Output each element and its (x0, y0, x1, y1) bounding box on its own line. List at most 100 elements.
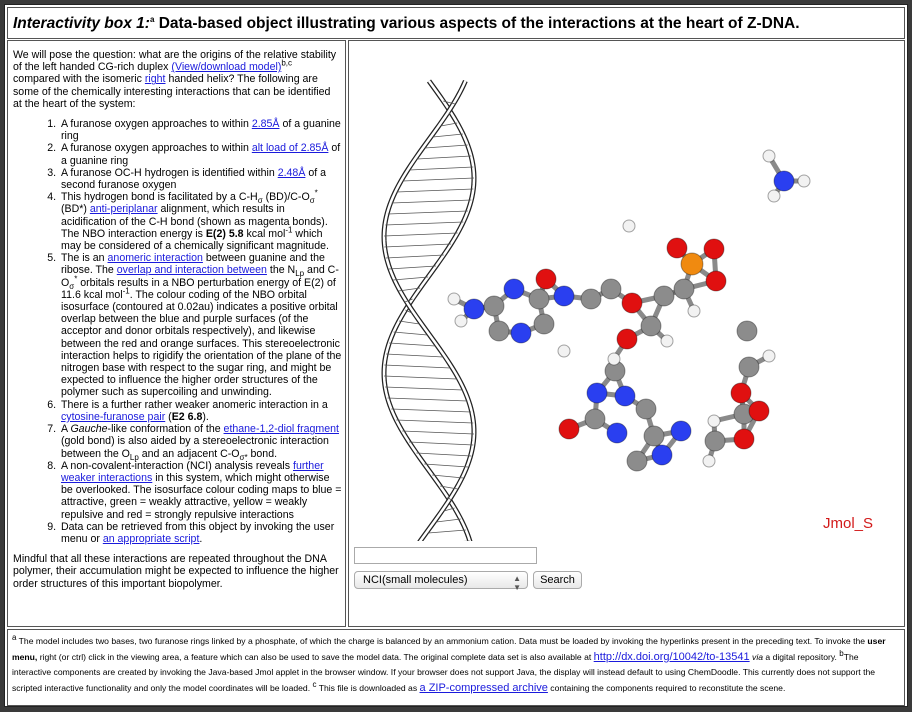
supscript-text: b,c (281, 58, 293, 68)
hyperlink[interactable]: ethane-1,2-diol fragment (223, 423, 339, 436)
base-pair-rung (432, 474, 464, 479)
base-pair-rung (440, 485, 458, 490)
text-segment: (gold bond) is also aided by a stereoele… (61, 435, 329, 460)
hyperlink[interactable]: 2.85Å (251, 118, 280, 131)
base-pair-rung (417, 155, 472, 160)
text-segment: The is an (61, 252, 108, 265)
text-segment: (BD)/C-O (262, 191, 310, 204)
hyperlink[interactable]: anomeric interaction (107, 252, 203, 265)
text-segment: the N (266, 264, 296, 277)
atom-H (447, 292, 461, 306)
text-segment: between guanine and the ribose. The (61, 252, 325, 277)
subscript-text: σ (309, 196, 315, 206)
list-item: This hydrogen bond is facilitated by a C… (59, 188, 342, 253)
text-segment: E(2) 5.8 (205, 227, 244, 240)
title-text: Data-based object illustrating various a… (154, 15, 800, 32)
text-segment: a digital repository. (763, 651, 840, 662)
list-item: A Gauche-like conformation of the ethane… (59, 423, 342, 462)
atom-O (733, 428, 755, 450)
text-segment: right (or ctrl) click in the viewing are… (37, 651, 594, 662)
jmol-label: Jmol_S (823, 515, 874, 532)
text-segment: kcal mol (243, 227, 286, 240)
jmol-viewer-panel: Jmol_S NCI(small molecules)▲▼ Search (348, 40, 905, 627)
text-segment: bond. (247, 447, 278, 460)
hyperlink[interactable]: a ZIP-compressed archive (419, 681, 548, 694)
supscript-text: * (314, 188, 318, 198)
hyperlink[interactable]: further weaker interactions (61, 459, 324, 484)
hyperlink[interactable]: an appropriate script (102, 532, 200, 545)
subscript-text: σ* (239, 452, 248, 462)
base-pair-rung (388, 265, 437, 270)
atom-O (703, 238, 725, 260)
atom-N (586, 382, 608, 404)
base-pair-rung (408, 441, 474, 446)
search-button[interactable]: Search (533, 571, 582, 589)
atom-C (653, 285, 675, 307)
atom-O (535, 268, 557, 290)
database-select-value: NCI(small molecules) (363, 574, 468, 586)
base-pair-rung (443, 100, 456, 105)
list-item: A furanose oxygen approaches to within a… (59, 142, 342, 166)
base-pair-rung (393, 276, 429, 281)
hyperlink[interactable]: alt load of 2.85Å (251, 142, 329, 155)
text-segment: of a guanine ring (61, 142, 341, 167)
base-pair-rung (402, 430, 475, 435)
text-segment: A furanose oxygen approaches to within (61, 118, 252, 131)
hyperlink[interactable]: (View/download model) (171, 61, 282, 74)
text-segment: handed helix? The following are some of … (13, 73, 331, 110)
text-segment: E2 6.8 (171, 410, 203, 423)
atom-N (503, 278, 525, 300)
text-segment: This file is downloaded as (316, 682, 420, 693)
text-segment: which may be considered of a chemically … (61, 227, 329, 253)
text-segment: We will pose the question: what are the … (13, 49, 337, 74)
text-segment: A furanose OC-H hydrogen is identified w… (61, 166, 278, 179)
footnotes: a The model includes two bases, two fura… (7, 629, 905, 706)
text-segment: Gauche (70, 423, 108, 436)
base-pair-rung (396, 419, 474, 424)
dna-backbone-inner (382, 80, 476, 541)
base-pair-rung (416, 452, 472, 457)
text-segment: orbitals results in a NBO perturbation e… (61, 276, 336, 301)
atom-C (533, 313, 555, 335)
atom-N (670, 420, 692, 442)
base-pair-rung (436, 518, 461, 523)
atom-C (580, 288, 602, 310)
search-input[interactable] (354, 547, 537, 564)
atom-N (510, 322, 532, 344)
hyperlink[interactable]: anti-periplanar (89, 203, 158, 216)
base-pair-rung (387, 210, 468, 215)
subscript-text: σ (257, 196, 263, 206)
text-segment: Mindful that all these interactions are … (13, 553, 339, 590)
hyperlink[interactable]: 2.48Å (277, 166, 306, 179)
text-segment: . The colour coding of the NBO orbital i… (61, 288, 342, 399)
supscript-text: b (839, 648, 844, 658)
molecule-viewer-canvas[interactable] (349, 41, 904, 541)
base-pair-rung (384, 375, 458, 380)
text-segment: The interactive components are created b… (12, 651, 876, 693)
subscript-text: Lp (295, 269, 305, 279)
subscript-text: σ (69, 281, 75, 291)
atom-H (660, 334, 674, 348)
list-item: A non-covalent-interaction (NCI) analysi… (59, 460, 342, 521)
atom-O (558, 418, 580, 440)
base-pair-rung (384, 232, 458, 237)
text-segment: -like conformation of the (107, 423, 224, 436)
hyperlink[interactable]: cytosine-furanose pair (61, 410, 166, 423)
list-item: Data can be retrieved from this object b… (59, 521, 342, 545)
base-pair-rung (440, 122, 458, 127)
base-pair-rung (409, 166, 474, 171)
text-segment: There is a further rather weaker anomeri… (61, 398, 328, 411)
base-pair-rung (387, 397, 468, 402)
base-pair-rung (384, 243, 452, 248)
base-pair-rung (405, 309, 413, 314)
hyperlink[interactable]: right (144, 73, 166, 86)
atom-H (762, 149, 776, 163)
hyperlink[interactable]: overlap and interaction between (116, 264, 267, 277)
base-pair-rung (391, 199, 472, 204)
text-segment: Data can be retrieved from this object b… (61, 520, 335, 545)
atom-H (607, 352, 621, 366)
title-footnote-marker: a (149, 14, 155, 24)
hyperlink[interactable]: http://dx.doi.org/10042/to-13541 (593, 650, 750, 663)
text-segment: ( (165, 410, 172, 423)
database-select[interactable]: NCI(small molecules)▲▼ (354, 571, 528, 592)
